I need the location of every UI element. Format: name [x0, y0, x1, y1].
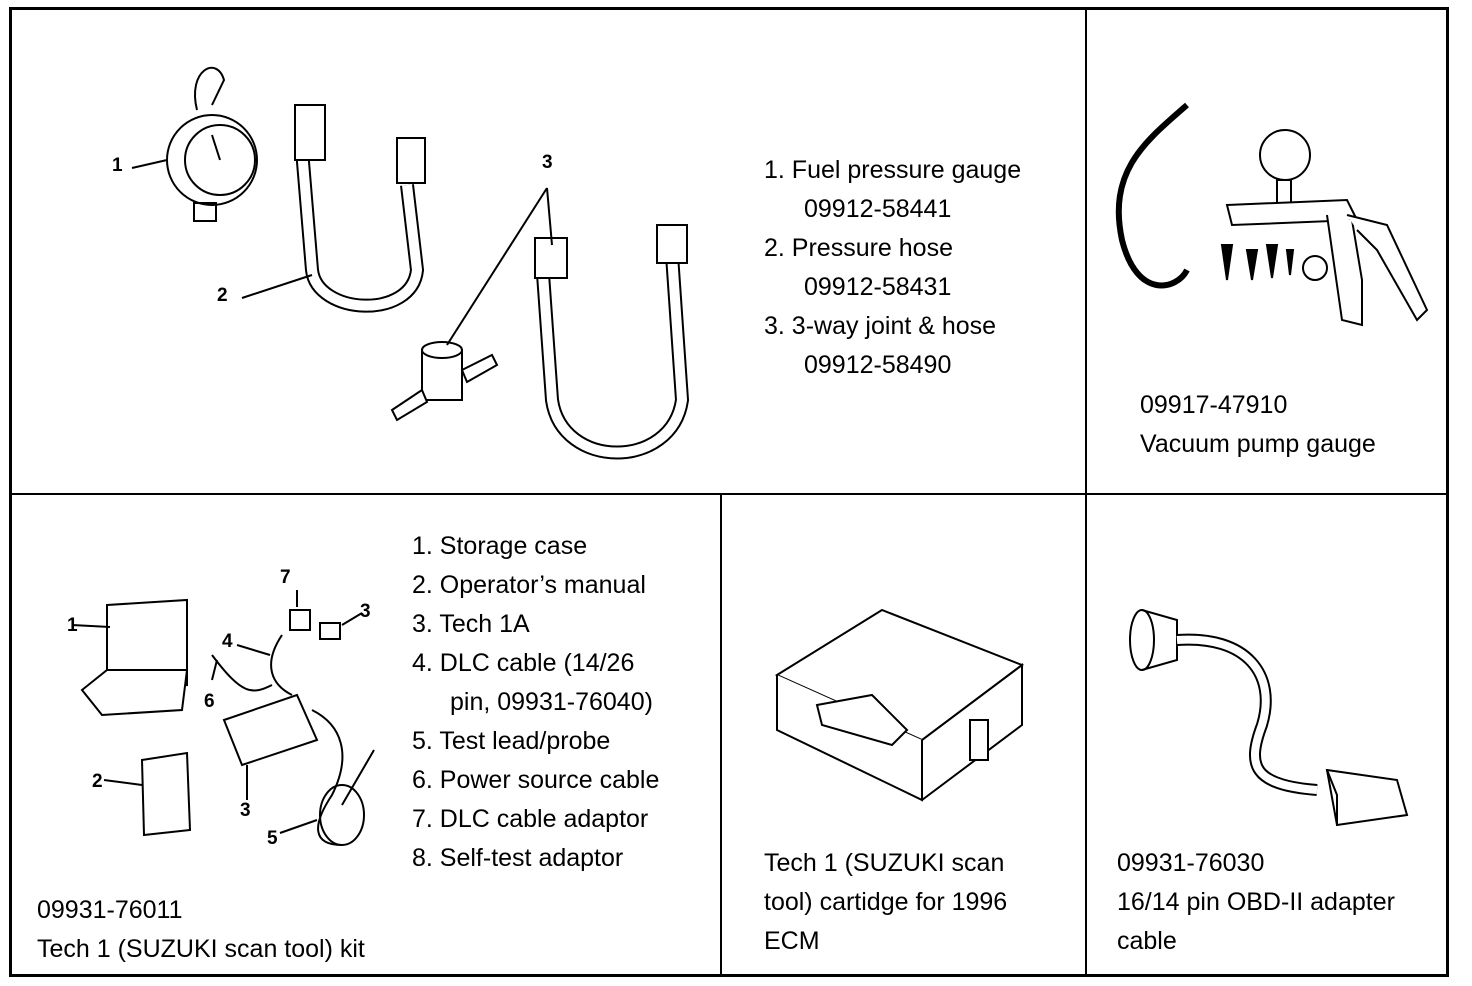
cartridge-caption-line: tool) cartidge for 1996 — [764, 888, 1008, 916]
tech1-kit-caption: 09931-76011 Tech 1 (SUZUKI scan tool) ki… — [37, 891, 365, 969]
storage-case-icon — [107, 600, 187, 690]
tech1-callout-2: 2 — [92, 771, 103, 792]
fuel-pressure-gauge-icon — [167, 115, 257, 205]
tech1-kit-item-list: 1. Storage case 2. Operator’s manual 3. … — [412, 527, 659, 878]
vacuum-gauge-icon — [1260, 130, 1310, 180]
tech1-kit-item: 6. Power source cable — [412, 766, 660, 794]
callout-2: 2 — [217, 285, 228, 306]
tech1-kit-item: 3. Tech 1A — [412, 610, 530, 638]
obd-connector-16pin-icon — [1130, 610, 1154, 670]
cartridge-caption-line: Tech 1 (SUZUKI scan — [764, 849, 1005, 877]
obd-adapter-caption-line: 16/14 pin OBD-II adapter — [1117, 888, 1395, 916]
self-test-adaptor-icon — [320, 623, 340, 639]
dlc-cable-icon — [271, 635, 292, 695]
callout-3: 3 — [542, 152, 553, 173]
vacuum-hose-icon — [1119, 105, 1187, 285]
obd-adapter-caption: 09931-76030 16/14 pin OBD-II adapter cab… — [1117, 844, 1395, 961]
tech1-kit-illustration — [12, 495, 722, 974]
tech1-callout-4: 4 — [222, 631, 233, 652]
tech1-kit-item: 8. Self-test adaptor — [412, 844, 624, 872]
cartridge-cell: Tech 1 (SUZUKI scan tool) cartidge for 1… — [722, 495, 1087, 974]
obd-adapter-part-number: 09931-76030 — [1117, 849, 1265, 877]
tech1-kit-name: Tech 1 (SUZUKI scan tool) kit — [37, 935, 365, 963]
adapter-tip-icon — [1222, 245, 1232, 280]
tech1-callout-6: 6 — [204, 691, 215, 712]
tech1-callout-3: 3 — [240, 800, 251, 821]
tech1-kit-item: pin, 09931-76040) — [450, 688, 653, 716]
adapter-cap-icon — [1303, 256, 1327, 280]
tech1-kit-part-number: 09931-76011 — [37, 896, 183, 924]
obd-adapter-caption-line: cable — [1117, 927, 1177, 955]
obd-connector-14pin-icon — [1327, 770, 1407, 825]
tech1-kit-item: 4. DLC cable (14/26 — [412, 649, 635, 677]
special-tools-sheet: 1 2 3 1. Fuel pressure gauge 09912-58441… — [9, 7, 1449, 977]
three-way-joint-icon — [392, 342, 497, 420]
tech1-kit-item: 2. Operator’s manual — [412, 571, 646, 599]
fuel-kit-item-label: 1. Fuel pressure gauge — [764, 156, 1022, 184]
pump-handle-icon — [1327, 215, 1362, 325]
callout-1: 1 — [112, 155, 123, 176]
cartridge-caption-line: ECM — [764, 927, 820, 955]
obd-adapter-illustration — [1087, 495, 1446, 974]
power-source-cable-icon — [212, 655, 272, 691]
vacuum-pump-illustration — [1087, 10, 1446, 495]
fuel-kit-item-part: 09912-58490 — [804, 351, 952, 379]
tech1-kit-item: 5. Test lead/probe — [412, 727, 611, 755]
tech1-callout-7: 7 — [280, 567, 291, 588]
tech1-callout-1: 1 — [67, 615, 78, 636]
vacuum-pump-name: Vacuum pump gauge — [1140, 430, 1376, 458]
vacuum-pump-cell: 09917-47910 Vacuum pump gauge — [1087, 10, 1446, 495]
test-lead-icon — [312, 710, 342, 845]
vacuum-pump-part-number: 09917-47910 — [1140, 391, 1288, 419]
tech1-kit-item: 1. Storage case — [412, 532, 588, 560]
tech1-callout-3b: 3 — [360, 601, 371, 622]
fuel-pressure-kit-illustration — [12, 10, 1087, 495]
fuel-pressure-kit-cell: 1 2 3 1. Fuel pressure gauge 09912-58441… — [12, 10, 1087, 495]
fuel-kit-item-part: 09912-58441 — [804, 195, 952, 223]
tech1-kit-cell: 1 2 3 4 5 6 7 3 1. Storage case 2. Opera… — [12, 495, 722, 974]
operators-manual-icon — [142, 753, 190, 835]
vacuum-pump-caption: 09917-47910 Vacuum pump gauge — [1140, 386, 1376, 464]
cartridge-illustration — [722, 495, 1087, 974]
obd-adapter-cell: 09931-76030 16/14 pin OBD-II adapter cab… — [1087, 495, 1446, 974]
tech1-kit-item: 7. DLC cable adaptor — [412, 805, 649, 833]
dlc-cable-adaptor-icon — [290, 610, 310, 630]
gauge-hook — [195, 68, 224, 110]
fuel-kit-item-list: 1. Fuel pressure gauge 09912-58441 2. Pr… — [764, 151, 1021, 385]
fuel-kit-item-label: 3. 3-way joint & hose — [764, 312, 997, 340]
fuel-kit-item-part: 09912-58431 — [804, 273, 952, 301]
tech1-callout-5: 5 — [267, 828, 278, 849]
tech1a-icon — [224, 695, 317, 765]
fuel-kit-item-label: 2. Pressure hose — [764, 234, 953, 262]
cartridge-caption: Tech 1 (SUZUKI scan tool) cartidge for 1… — [764, 844, 1007, 961]
